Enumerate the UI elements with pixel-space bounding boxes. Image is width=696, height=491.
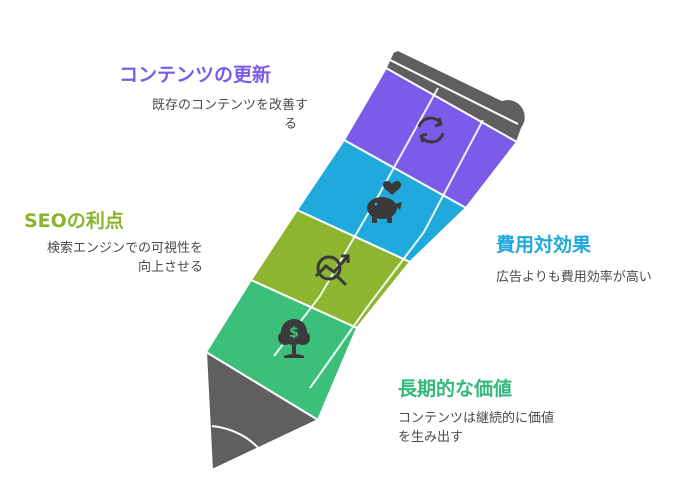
svg-text:$: $ [289, 325, 299, 341]
seo-benefit-desc-line1: 検索エンジンでの可視性を [46, 241, 203, 256]
long-term-value-desc-line1: コンテンツは継続的に価値 [398, 411, 555, 426]
content-update-desc-line1: 既存のコンテンツを改善す [152, 98, 309, 113]
pencil-tip-curve [211, 425, 269, 461]
seo-benefit-desc: 検索エンジンでの可視性を 向上させる [24, 239, 203, 277]
long-term-value-title: 長期的な価値 [398, 378, 513, 400]
money-tree-icon: $ [278, 319, 310, 358]
pencil-tip [204, 350, 321, 472]
content-update-title: コンテンツの更新 [119, 64, 272, 86]
seo-benefit-desc-line2: 向上させる [137, 260, 203, 275]
cost-effectiveness-desc-line1: 広告よりも費用効率が高い [496, 270, 652, 285]
content-update-desc: 既存のコンテンツを改善す る [152, 96, 309, 134]
search-growth-icon [314, 254, 350, 287]
refresh-icon [417, 116, 445, 144]
pencil-ferrule-top [389, 59, 519, 125]
long-term-value-desc: コンテンツは継続的に価値 を生み出す [398, 409, 554, 447]
piggy-bank-heart-icon [367, 181, 402, 223]
cost-effectiveness-title: 費用対効果 [496, 234, 592, 256]
seo-benefit-title: SEOの利点 [24, 210, 124, 232]
content-update-desc-line2: る [283, 117, 297, 132]
pencil-eraser [382, 48, 527, 144]
long-term-value-desc-line2: を生み出す [398, 430, 464, 445]
cost-effectiveness-desc: 広告よりも費用効率が高い [496, 268, 652, 287]
